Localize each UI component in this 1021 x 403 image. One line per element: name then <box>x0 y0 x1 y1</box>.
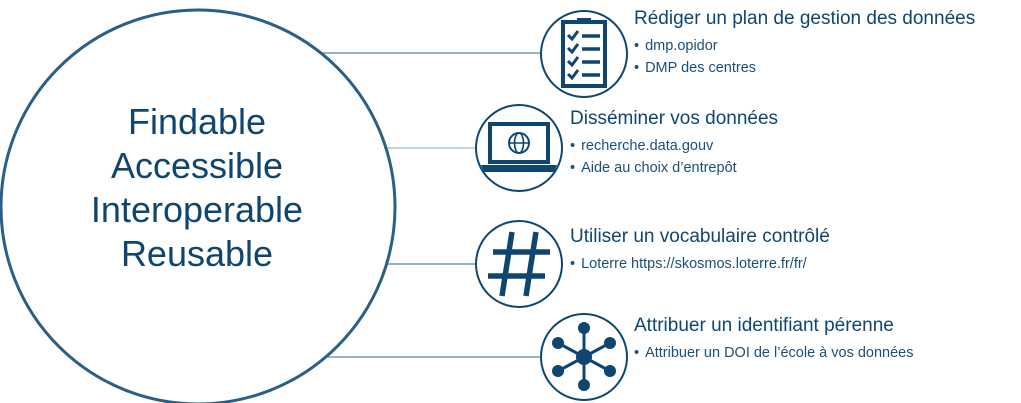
fair-circle <box>0 8 397 403</box>
bullet-dot: • <box>634 345 640 361</box>
bullet-dot: • <box>570 160 576 176</box>
checklist-icon <box>540 10 628 98</box>
item-bullet-list: • Attribuer un DOI de l’école à vos donné… <box>634 342 913 364</box>
fair-principles-text: Findable Accessible Interoperable Reusab… <box>22 100 372 276</box>
item-title: Rédiger un plan de gestion des données <box>634 8 976 29</box>
bullet-dot: • <box>634 60 640 76</box>
bullet-dot: • <box>570 256 576 272</box>
list-item: • DMP des centres <box>634 57 975 79</box>
item-controlled-vocabulary: Utiliser un vocabulaire contrôlé • Loterr… <box>570 225 830 275</box>
item-bullet-list: • Loterre https://skosmos.loterre.fr/fr/ <box>570 253 830 275</box>
bullet-text: dmp.opidor <box>645 38 718 54</box>
bullet-text: Aide au choix d’entrepôt <box>581 160 737 176</box>
bullet-text: Loterre https://skosmos.loterre.fr/fr/ <box>581 256 807 272</box>
item-data-management-plan: Rédiger un plan de gestion des données •… <box>634 7 975 79</box>
bullet-text: recherche.data.gouv <box>581 138 714 154</box>
item-persistent-identifier: Attribuer un identifiant pérenne • Attrib… <box>634 314 913 364</box>
list-item: • Attribuer un DOI de l’école à vos donné… <box>634 342 913 364</box>
item-title: Disséminer vos données <box>570 108 779 129</box>
fair-line-accessible: Accessible <box>110 145 284 186</box>
list-item: • recherche.data.gouv <box>570 135 778 157</box>
bullet-text: Attribuer un DOI de l’école à vos donnée… <box>645 345 914 361</box>
bullet-dot: • <box>634 38 640 54</box>
fair-line-findable: Findable <box>127 101 267 142</box>
network-icon <box>540 313 628 401</box>
item-title: Utiliser un vocabulaire contrôlé <box>570 226 830 247</box>
fair-line-interoperable: Interoperable <box>90 189 304 230</box>
list-item: • dmp.opidor <box>634 35 975 57</box>
bullet-text: DMP des centres <box>645 60 757 76</box>
laptop-globe-icon <box>475 104 563 192</box>
list-item: • Aide au choix d’entrepôt <box>570 157 778 179</box>
item-title: Attribuer un identifiant pérenne <box>634 315 894 336</box>
list-item: • Loterre https://skosmos.loterre.fr/fr/ <box>570 253 830 275</box>
item-bullet-list: • dmp.opidor • DMP des centres <box>634 35 975 79</box>
hashtag-icon <box>475 220 563 308</box>
item-disseminate-data: Disséminer vos données • recherche.data.g… <box>570 107 778 179</box>
item-bullet-list: • recherche.data.gouv • Aide au choix d’en… <box>570 135 778 179</box>
fair-line-reusable: Reusable <box>120 233 274 274</box>
bullet-dot: • <box>570 138 576 154</box>
